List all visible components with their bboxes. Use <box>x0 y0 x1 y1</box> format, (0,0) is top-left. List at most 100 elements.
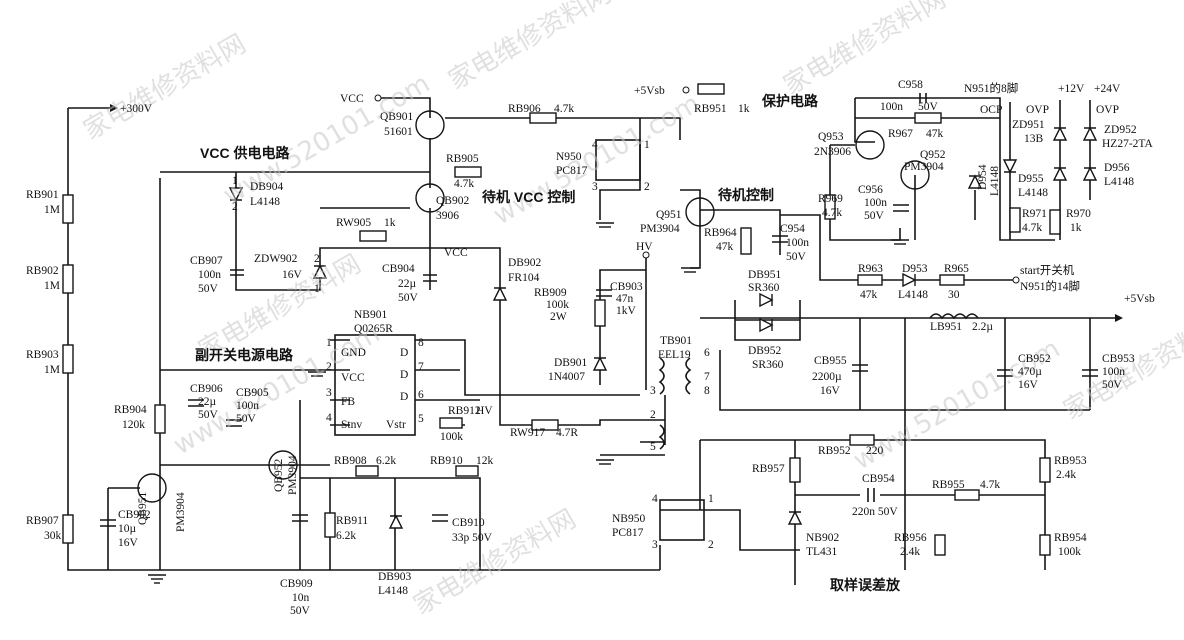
rb952-ref: RB952 <box>818 445 851 457</box>
rb909-ref: RB909 <box>534 287 567 299</box>
rb908-value: 6.2k <box>376 455 396 467</box>
cb952-voltage: 16V <box>1018 379 1039 391</box>
pin-number: 1 <box>644 139 650 151</box>
rb955-ref: RB955 <box>932 479 965 491</box>
q953-transistor <box>855 130 885 160</box>
rw905-ref: RW905 <box>336 217 371 229</box>
cb904-capacitor <box>423 274 437 282</box>
rb956-resistor <box>934 534 946 556</box>
rb912-ref: RB912 <box>448 405 481 417</box>
ic-pin-stnv: Stnv <box>341 419 362 431</box>
cb906-capacitor <box>188 399 204 407</box>
cb906-voltage: 50V <box>198 409 219 421</box>
lb951-value: 2.2µ <box>972 321 993 333</box>
zd952-value: HZ27-2TA <box>1102 138 1154 150</box>
n950-value: PC817 <box>556 165 588 177</box>
rw917-resistor <box>531 419 559 431</box>
label-v5sb-top: +5Vsb <box>634 85 665 97</box>
label-vcc-left: VCC <box>340 93 364 105</box>
rb901-value: 1M <box>44 204 60 216</box>
r971-value: 4.7k <box>1022 222 1042 234</box>
title-standby-vcc-control: 待机 VCC 控制 <box>482 189 575 205</box>
r969-value: 4.7k <box>822 207 842 219</box>
cb904-voltage: 50V <box>398 292 419 304</box>
cb902-value: 10µ <box>118 523 137 535</box>
v5sb-terminal <box>682 86 690 94</box>
ic-pin-4: 4 <box>326 412 332 424</box>
rb954-value: 100k <box>1058 546 1081 558</box>
rb957-resistor <box>789 457 801 483</box>
component-symbols <box>62 83 1123 584</box>
c956-capacitor <box>893 204 909 212</box>
cb952-capacitor <box>997 369 1013 377</box>
rb954-resistor <box>1039 534 1051 556</box>
db902-ref: DB902 <box>508 257 541 269</box>
vcc-terminal <box>374 94 382 102</box>
pin-numbers: 1 2 2 1 4 3 1 2 3 2 5 6 7 8 4 3 1 2 <box>232 139 714 551</box>
db951-diode <box>759 292 774 308</box>
rw905-value: 1k <box>384 217 396 229</box>
label-ovp2: OVP <box>1096 104 1119 116</box>
watermark-cn: 家电维修资料网 <box>444 0 617 96</box>
zd951-zener <box>1002 159 1018 174</box>
cb907-voltage: 50V <box>198 283 219 295</box>
db904-diode <box>228 187 244 202</box>
rb964-value: 47k <box>716 241 734 253</box>
pin-number: 7 <box>704 371 710 383</box>
wires <box>67 97 1120 585</box>
cb907-capacitor <box>230 269 244 276</box>
r969-resistor <box>824 194 836 220</box>
n950-optocoupler <box>595 139 641 181</box>
watermark-cn: 家电维修资料网 <box>779 0 952 101</box>
nb901-value: Q0265R <box>354 323 393 335</box>
label-ocp: OCP <box>980 104 1002 116</box>
title-aux-smps: 副开关电源电路 <box>195 347 294 363</box>
c956-voltage: 50V <box>864 210 885 222</box>
rb902-ref: RB902 <box>26 265 59 277</box>
rb951-resistor <box>697 83 725 95</box>
rb909-value: 100k <box>546 299 569 311</box>
label-hv-top: HV <box>636 241 653 253</box>
section-titles: VCC 供电电路 待机 VCC 控制 保护电路 待机控制 副开关电源电路 取样误… <box>195 93 901 593</box>
rb957-ref: RB957 <box>752 463 785 475</box>
qb952-value: PM3904 <box>287 455 299 495</box>
label-v5sb-right: +5Vsb <box>1124 293 1155 305</box>
rb909-power: 2W <box>550 311 567 323</box>
r967-value: 47k <box>926 128 944 140</box>
lb951-ref: LB951 <box>930 321 962 333</box>
pin-number: 2 <box>708 539 714 551</box>
ic-pin-6: 6 <box>418 389 424 401</box>
pin-number: 2 <box>232 201 238 213</box>
c954-ref: C954 <box>780 223 805 235</box>
rb908-ref: RB908 <box>334 455 367 467</box>
rb903-value: 1M <box>44 364 60 376</box>
tb901-transformer <box>658 357 692 450</box>
r967-ref: R967 <box>888 128 913 140</box>
lb951-inductor <box>929 313 979 320</box>
rb952-resistor <box>849 434 875 446</box>
cb953-capacitor <box>1082 369 1098 377</box>
component-labels: RB901 1M RB902 1M RB903 1M RB904 120k RB… <box>26 79 1154 617</box>
q953-value: 2N3906 <box>814 146 851 158</box>
ic-pin-d: D <box>400 391 408 403</box>
cb910-value: 33p 50V <box>452 532 493 544</box>
zdw902-value: 16V <box>282 269 303 281</box>
label-hv-ic: HV <box>476 405 493 417</box>
cb905-capacitor <box>226 419 242 427</box>
rb905-value: 4.7k <box>454 178 474 190</box>
cb909-capacitor <box>292 514 308 522</box>
r963-ref: R963 <box>858 263 883 275</box>
label-v24: +24V <box>1094 83 1121 95</box>
d956-ref: D956 <box>1104 162 1130 174</box>
q952-ref: Q952 <box>920 149 946 161</box>
tb901-ref: TB901 <box>660 335 692 347</box>
nb901-ref: NB901 <box>354 309 387 321</box>
zdw902-ref: ZDW902 <box>254 253 298 265</box>
rb953-value: 2.4k <box>1056 469 1076 481</box>
rb907-resistor <box>62 514 74 544</box>
n950-ref: N950 <box>556 151 582 163</box>
db903-value: L4148 <box>378 585 408 597</box>
nb950-ref: NB950 <box>612 513 645 525</box>
cb903-ref: CB903 <box>610 281 643 293</box>
qb951-transistor <box>137 473 167 503</box>
